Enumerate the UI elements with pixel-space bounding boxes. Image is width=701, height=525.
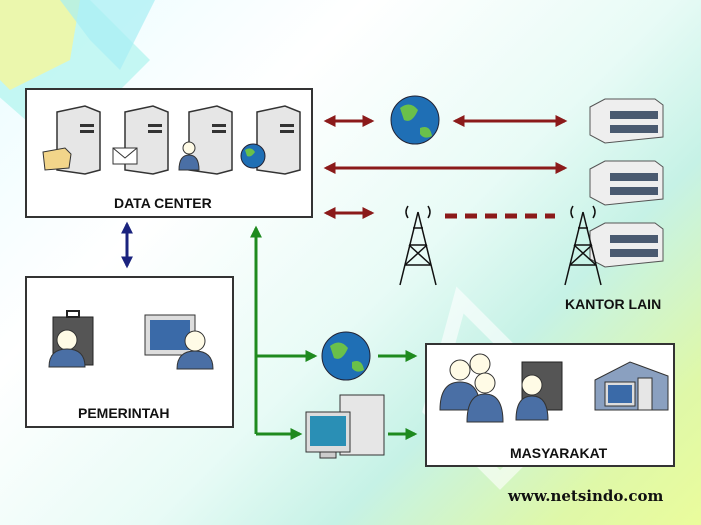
radio-tower-icon: [564, 205, 602, 286]
business-user-icon: [515, 361, 563, 421]
mail-server-icon: [112, 105, 169, 175]
radio-tower-icon: [399, 205, 437, 286]
pemerintah-label: PEMERINTAH: [78, 405, 170, 421]
masyarakat-label: MASYARAKAT: [510, 445, 608, 461]
masyarakat-icons: [439, 353, 669, 423]
pemerintah-icons: [48, 310, 214, 370]
kiosk-computer-icon: [305, 394, 385, 459]
business-user-icon: [48, 310, 94, 368]
web-server-icon: [240, 105, 301, 175]
internet-globe-icon: [321, 331, 371, 381]
office-building-icon: [589, 222, 664, 268]
file-server-icon: [42, 105, 101, 175]
user-server-icon: [178, 105, 233, 175]
internet-globe-icon: [390, 95, 440, 145]
kantor-lain-buildings: [589, 98, 664, 268]
website-url: www.netsindo.com: [508, 487, 664, 505]
user-group-icon: [439, 353, 504, 423]
office-building-icon: [589, 160, 664, 206]
computer-user-icon: [144, 314, 214, 370]
home-computer-icon: [594, 361, 669, 411]
data-center-label: DATA CENTER: [114, 195, 212, 211]
kantor-lain-label: KANTOR LAIN: [565, 296, 662, 312]
office-building-icon: [589, 98, 664, 144]
data-center-servers: [42, 105, 301, 175]
